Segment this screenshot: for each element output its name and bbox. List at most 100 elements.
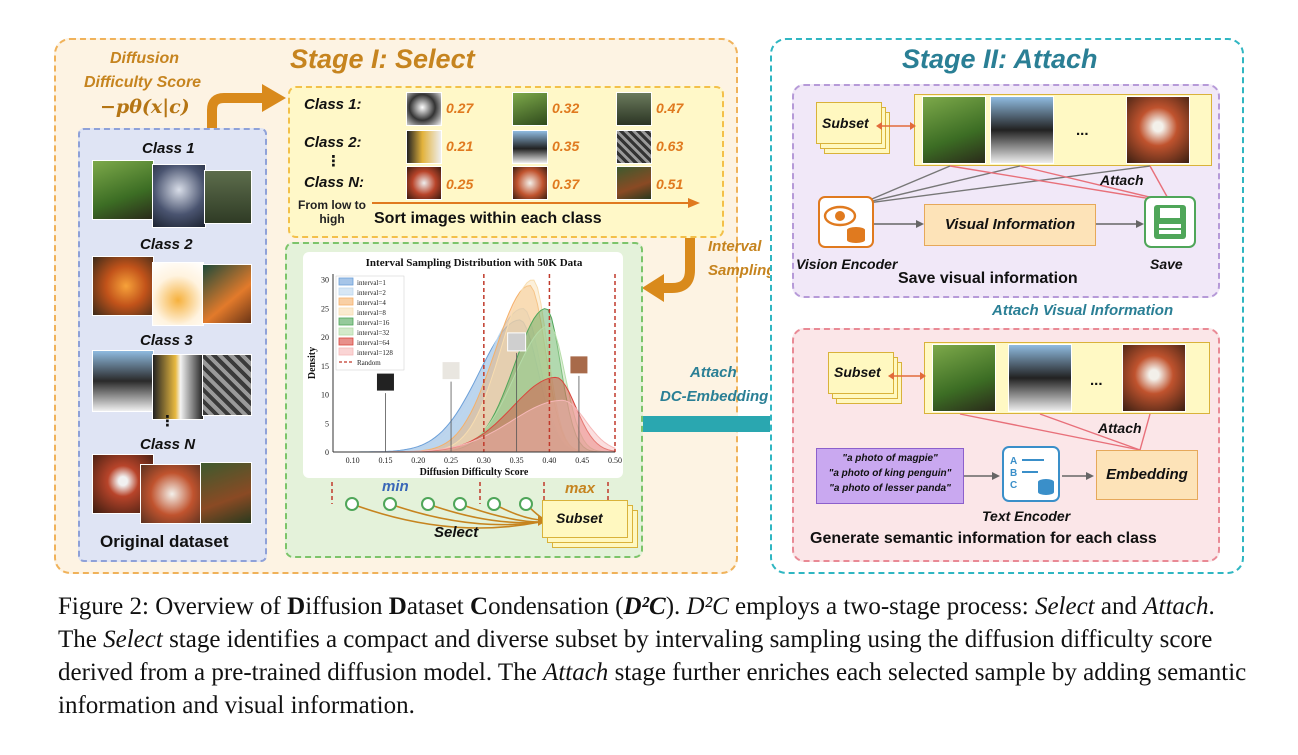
legend-label-0: interval=1: [357, 279, 386, 287]
sort-score-1-1: 0.27: [446, 100, 474, 116]
legend-label-4: interval=16: [357, 319, 390, 327]
semantic-caption: Generate semantic information for each c…: [810, 530, 1157, 547]
legend-label-8: Random: [357, 359, 381, 367]
low-to-high-arrow: [372, 198, 700, 208]
sort-score-2-1: 0.21: [446, 138, 474, 154]
svg-text:B: B: [1010, 468, 1017, 479]
goldfish-photo: [92, 256, 154, 316]
text-document-database-icon: A B C: [1002, 446, 1060, 502]
y-tick-label-4: 20: [321, 333, 329, 342]
sort-thumb-1-2: [512, 92, 548, 126]
class-label-2: Class 2: [140, 236, 193, 253]
caption-text-10: stage further enriches each selected sam…: [58, 659, 1253, 719]
visual-flow-lines: [859, 122, 1171, 228]
y-axis-label: Density: [307, 347, 318, 379]
caption-text-7: and: [1094, 593, 1144, 620]
distribution-chart: Interval Sampling Distribution with 50K …: [307, 257, 622, 478]
x-tick-label-8: 0.50: [608, 456, 622, 465]
prompt-magpie: "a photo of magpie": [842, 453, 938, 464]
interval-sampling-line2: Sampling: [708, 262, 776, 279]
save-label: Save: [1150, 256, 1183, 272]
visual-ellipsis: ...: [1076, 122, 1089, 139]
visual-attach-label: Attach: [1100, 172, 1144, 188]
sort-thumb-2-1: [406, 130, 442, 164]
score-formula: −pθ(x|c): [100, 96, 190, 118]
caption-text-8: . The: [58, 593, 1221, 653]
caption-select-italic: Select: [1034, 593, 1095, 620]
subset-label: Subset: [556, 510, 603, 526]
class-ellipsis: ⋮: [160, 413, 175, 430]
sort-row-label-n: Class N:: [304, 174, 365, 191]
interval-sampling-line1: Interval: [708, 238, 762, 255]
caption-d2c-italic: D²C: [686, 593, 729, 620]
visual-information-box: Visual Information: [924, 204, 1096, 246]
semantic-flow-lines: [888, 372, 1151, 480]
legend-swatch-3: [338, 307, 354, 316]
legend-label-2: interval=4: [357, 299, 386, 307]
class-prompts-box: "a photo of magpie" "a photo of king pen…: [816, 448, 964, 504]
caption-text-9: stage identifies a compact and diverse s…: [58, 626, 1219, 686]
class-label-n: Class N: [140, 436, 196, 453]
sort-row-label-1: Class 1:: [304, 96, 362, 113]
class-label-3: Class 3: [140, 332, 193, 349]
penguin-photo-3: [202, 354, 252, 416]
sort-score-n-2: 0.37: [552, 176, 580, 192]
vision-encoder-label: Vision Encoder: [796, 256, 898, 272]
select-label: Select: [434, 524, 479, 541]
sort-thumb-n-1: [406, 166, 442, 200]
caption-bold-d2: D: [388, 593, 407, 620]
y-tick-label-5: 25: [321, 304, 329, 313]
sort-caption: Sort images within each class: [374, 210, 602, 227]
caption-bold-c: C: [470, 593, 489, 620]
y-tick-label-0: 0: [325, 448, 329, 457]
sample-thumb-1: [441, 361, 461, 381]
caption-attach-italic: Attach: [1143, 593, 1209, 620]
x-tick-label-2: 0.20: [411, 456, 425, 465]
low-to-high-label: From low to high: [298, 198, 366, 226]
x-axis-label: Diffusion Difficulty Score: [420, 467, 529, 478]
semantic-attach-label: Attach: [1098, 420, 1142, 436]
red-panda-photo-2: [140, 464, 204, 524]
goldfish-photo-2: [152, 262, 204, 326]
sort-score-n-1: 0.25: [446, 176, 474, 192]
sort-score-2-2: 0.35: [552, 138, 580, 154]
eye-database-icon: [818, 196, 874, 248]
caption-text-2: iffusion: [305, 593, 389, 620]
sample-thumb-2: [507, 332, 527, 352]
goldfish-photo-3: [202, 264, 252, 324]
caption-d2c-bold: D²C: [623, 593, 666, 620]
caption-bold-d: D: [287, 593, 306, 620]
semantic-red-panda-image: [1122, 344, 1186, 412]
score-label-line2: Difficulty Score: [84, 74, 202, 91]
stage1-title: Stage I: Select: [290, 44, 475, 74]
svg-text:A: A: [1010, 456, 1017, 467]
caption-text-5: ).: [665, 593, 687, 620]
sort-thumb-1-1: [406, 92, 442, 126]
visual-penguin-image: [990, 96, 1054, 164]
class-label-1: Class 1: [142, 140, 195, 157]
semantic-subset-label: Subset: [834, 364, 881, 380]
sort-row-label-2: Class 2:: [304, 134, 362, 151]
legend-swatch-4: [338, 317, 354, 326]
visual-subset-box: [816, 102, 882, 144]
sort-thumb-n-2: [512, 166, 548, 200]
sort-thumb-2-3: [616, 130, 652, 164]
visual-magpie-image: [922, 96, 986, 164]
red-panda-photo-3: [200, 462, 252, 524]
prompt-lesser-panda: "a photo of lesser panda": [829, 483, 951, 494]
sample-thumb-3: [569, 355, 589, 375]
text-encoder-label: Text Encoder: [982, 508, 1071, 524]
y-tick-label-2: 10: [321, 391, 329, 400]
attach-label-line2: DC-Embedding: [660, 388, 769, 405]
attach-visual-label: Attach Visual Information: [992, 302, 1174, 319]
caption-text-4: ondensation (: [488, 593, 624, 620]
max-label: max: [565, 480, 596, 497]
chart-title: Interval Sampling Distribution with 50K …: [366, 257, 583, 269]
semantic-ellipsis: ...: [1090, 372, 1103, 389]
sort-thumb-1-3: [616, 92, 652, 126]
sort-score-2-3: 0.63: [656, 138, 684, 154]
caption-select-italic-2: Select: [103, 626, 163, 653]
caption-attach-italic-2: Attach: [543, 659, 609, 686]
y-tick-label-3: 15: [321, 362, 329, 371]
legend-swatch-2: [338, 297, 354, 306]
